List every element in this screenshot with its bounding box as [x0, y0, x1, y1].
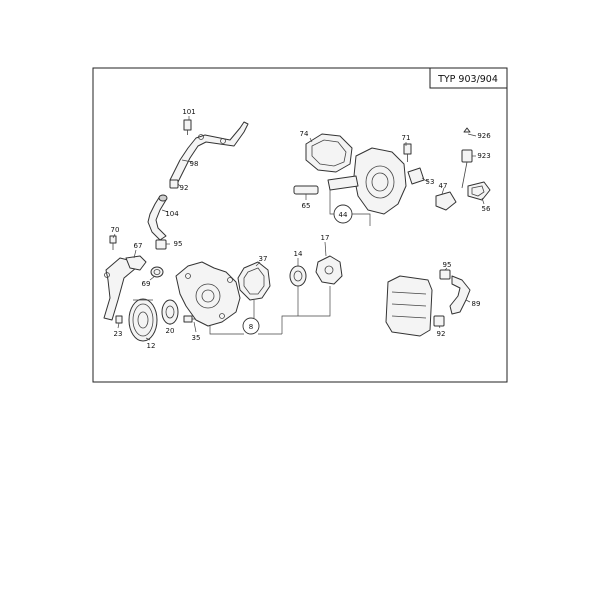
callout-89: 89	[472, 300, 481, 308]
clamp-92-upper[interactable]	[169, 179, 179, 189]
circled-callout-44: 44	[333, 204, 353, 224]
diagram-frame	[92, 67, 508, 383]
impeller-17[interactable]	[315, 255, 343, 285]
callout-69: 69	[142, 280, 151, 288]
callout-67: 67	[134, 242, 143, 250]
bracket-69[interactable]	[103, 257, 137, 321]
callout-101: 101	[182, 108, 195, 116]
bolt-23[interactable]	[115, 315, 123, 324]
type-label: TYP 903/904	[437, 74, 498, 85]
callout-923: 923	[477, 152, 490, 160]
sensor-53[interactable]	[407, 167, 425, 185]
bolt-101[interactable]	[183, 119, 192, 135]
callout-labels: 101 98 92 104 95 70 67 69 23 12 20 35 37…	[111, 108, 492, 350]
gasket-37[interactable]	[237, 261, 271, 301]
clamp-95-left[interactable]	[155, 239, 167, 250]
callout-35: 35	[192, 334, 201, 342]
callout-12: 12	[147, 342, 156, 350]
seal-14[interactable]	[289, 265, 307, 287]
hub-20[interactable]	[161, 299, 179, 325]
callout-37: 37	[259, 255, 268, 263]
hose-89[interactable]	[449, 275, 471, 315]
callout-20: 20	[166, 327, 175, 335]
leader-lines	[112, 116, 485, 341]
callout-8: 8	[249, 323, 253, 331]
callout-56: 56	[482, 205, 491, 213]
callout-71: 71	[402, 134, 411, 142]
callout-47: 47	[439, 182, 448, 190]
callout-92-lower: 92	[437, 330, 446, 338]
water-pump-housing[interactable]	[175, 261, 241, 327]
callout-95-left: 95	[174, 240, 183, 248]
callout-44: 44	[339, 211, 348, 219]
clamp-95-right[interactable]	[439, 269, 451, 280]
callout-65: 65	[302, 202, 311, 210]
callout-70: 70	[111, 226, 120, 234]
clamp-92-lower[interactable]	[433, 315, 445, 327]
oil-cooler[interactable]	[385, 275, 433, 337]
callout-92-upper: 92	[180, 184, 189, 192]
pulley-12[interactable]	[128, 298, 158, 342]
callout-23: 23	[114, 330, 123, 338]
bolt-70[interactable]	[109, 235, 117, 250]
connector-47[interactable]	[435, 191, 457, 211]
clip-56[interactable]	[467, 181, 491, 201]
ring-69[interactable]	[150, 266, 164, 278]
callout-95-right: 95	[443, 261, 452, 269]
callout-98: 98	[190, 160, 199, 168]
callout-17: 17	[321, 234, 330, 242]
part-67[interactable]	[125, 255, 147, 271]
leader-44-bracket	[329, 190, 371, 226]
gasket-74[interactable]	[305, 133, 353, 173]
coolant-pipe-98[interactable]	[169, 121, 249, 183]
callout-14: 14	[294, 250, 303, 258]
circled-callout-8: 8	[242, 317, 260, 335]
thermostat-housing[interactable]	[327, 147, 407, 215]
callout-926: 926	[477, 132, 491, 140]
bolt-71[interactable]	[403, 143, 412, 162]
callout-104: 104	[165, 210, 179, 218]
group-bracket-8	[209, 286, 331, 335]
terminal-926[interactable]	[463, 127, 471, 133]
hose-104[interactable]	[147, 194, 168, 241]
callout-74: 74	[300, 130, 309, 138]
plug-923[interactable]	[461, 149, 473, 189]
callout-53: 53	[426, 178, 435, 186]
pipe-65[interactable]	[293, 185, 319, 195]
type-label-box: TYP 903/904	[429, 67, 508, 89]
